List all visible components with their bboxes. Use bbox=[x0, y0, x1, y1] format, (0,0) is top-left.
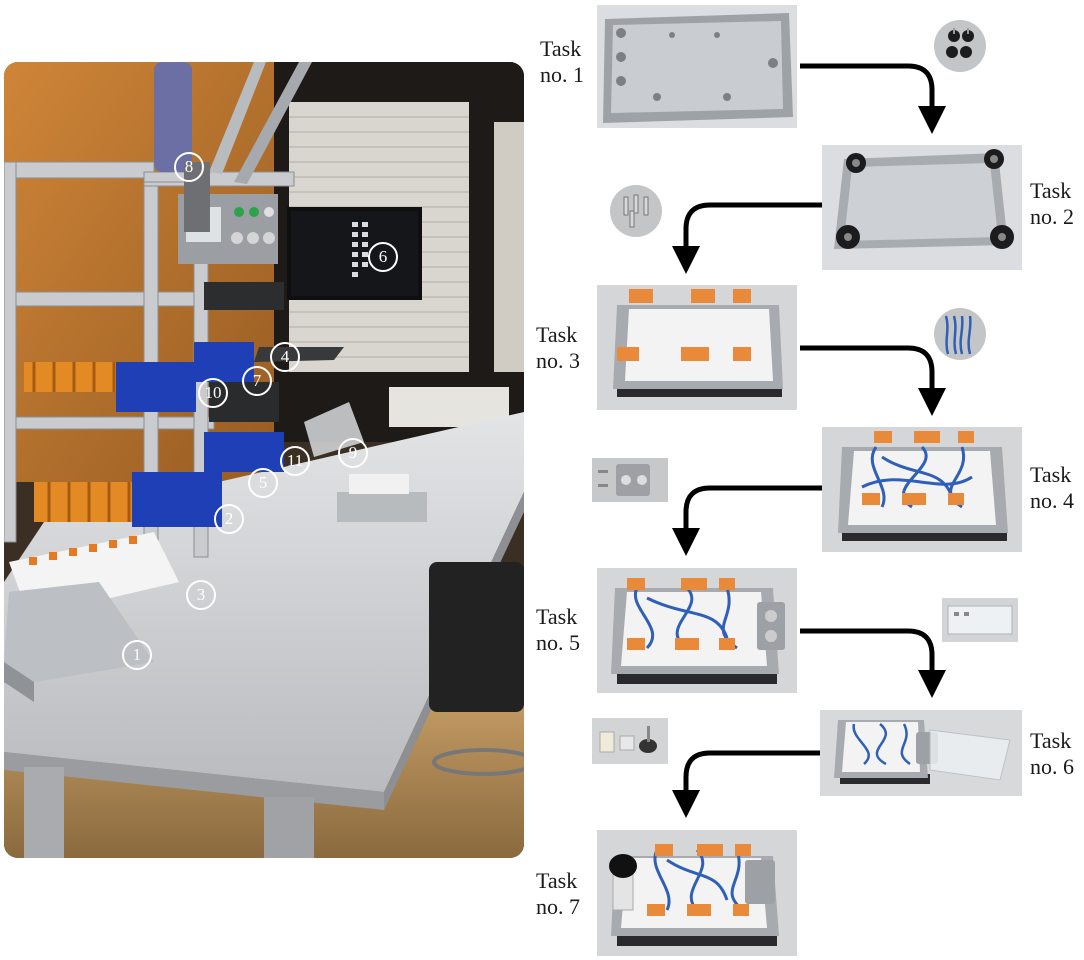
arrowhead-5 bbox=[918, 670, 946, 698]
arrowhead-2 bbox=[672, 246, 700, 274]
callout-6: 6 bbox=[368, 242, 398, 272]
callout-1: 1 bbox=[122, 640, 152, 670]
task-2-photo bbox=[822, 145, 1022, 270]
task-4-photo bbox=[822, 427, 1022, 552]
arrow-task5-task6 bbox=[800, 628, 935, 672]
hinge-bracket-icon bbox=[592, 458, 668, 502]
screws-icon bbox=[610, 185, 662, 237]
clear-cover-icon bbox=[942, 598, 1018, 642]
arrow-task6-task7 bbox=[683, 750, 820, 792]
task-3-photo bbox=[597, 285, 797, 410]
arrowhead-3 bbox=[918, 388, 946, 416]
callout-3: 3 bbox=[186, 580, 216, 610]
task-1-photo bbox=[597, 5, 797, 128]
wires-icon bbox=[934, 308, 986, 360]
arrowhead-6 bbox=[672, 790, 700, 818]
arrow-task1-task2 bbox=[800, 63, 935, 108]
callout-4: 4 bbox=[270, 342, 300, 372]
arrowhead-1 bbox=[918, 106, 946, 134]
arrow-task4-task5 bbox=[683, 485, 822, 530]
arrowhead-4 bbox=[672, 528, 700, 556]
task-6-photo bbox=[820, 710, 1022, 796]
arrow-task3-task4 bbox=[800, 345, 935, 390]
knob-parts-icon bbox=[592, 718, 668, 764]
workstation-illustration bbox=[4, 62, 524, 858]
task-5-photo bbox=[597, 568, 797, 693]
callout-5: 5 bbox=[248, 468, 278, 498]
callout-8: 8 bbox=[174, 152, 204, 182]
callout-9: 9 bbox=[338, 438, 368, 468]
callout-11: 11 bbox=[280, 446, 310, 476]
callout-7: 7 bbox=[242, 366, 272, 396]
task-7-photo bbox=[597, 830, 797, 956]
feet-parts-icon bbox=[934, 20, 986, 72]
callout-10: 10 bbox=[198, 378, 228, 408]
callout-2: 2 bbox=[214, 504, 244, 534]
workstation-photo bbox=[4, 62, 524, 858]
arrow-task2-task3 bbox=[683, 202, 822, 248]
